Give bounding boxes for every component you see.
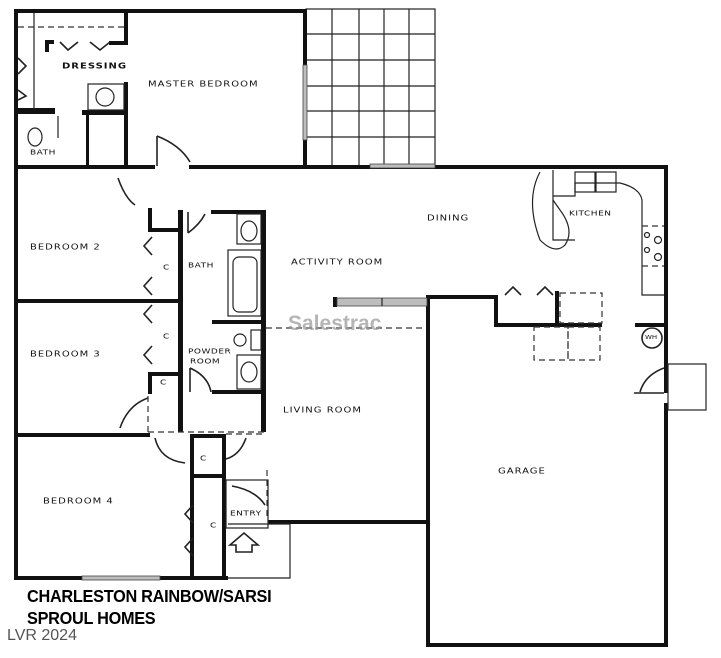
fixtures: [27, 83, 707, 579]
powder-room-label-line1: POWDER: [188, 348, 232, 356]
kitchen-label: KITCHEN: [569, 210, 612, 218]
activity-room-label: ACTIVITY ROOM: [291, 258, 384, 267]
powder-room-label-line2: ROOM: [190, 358, 221, 366]
living-room-label: LIVING ROOM: [283, 406, 363, 415]
master-bath-label: BATH: [30, 149, 56, 157]
dressing-label: DRESSING: [62, 62, 128, 71]
patio-grid: [305, 8, 436, 167]
closet-label: C: [200, 455, 207, 463]
copyright-mark: LVR 2024: [7, 627, 77, 644]
closet-label: C: [160, 379, 167, 387]
entry-label: ENTRY: [230, 510, 262, 518]
plan-title-line2: SPROUL HOMES: [27, 608, 156, 628]
closet-label: C: [163, 264, 170, 272]
closet-label: C: [163, 333, 170, 341]
hall-bath-label: BATH: [188, 262, 214, 270]
water-heater-label: WH: [645, 334, 658, 341]
bedroom-2-label: BEDROOM 2: [30, 243, 101, 252]
bedroom-3-label: BEDROOM 3: [30, 350, 101, 359]
walls: [14, 9, 668, 647]
watermark: Salestrac: [288, 312, 382, 335]
dashed-outlines: [18, 13, 603, 520]
garage-label: GARAGE: [498, 467, 546, 476]
closet-label: C: [210, 522, 217, 530]
doors: [117, 135, 665, 506]
plan-title-line1: CHARLESTON RAINBOW/SARSI: [27, 586, 272, 606]
closet-doors: [17, 41, 554, 557]
master-bedroom-label: MASTER BEDROOM: [148, 80, 259, 89]
bedroom-4-label: BEDROOM 4: [43, 497, 114, 506]
dining-label: DINING: [427, 214, 470, 223]
